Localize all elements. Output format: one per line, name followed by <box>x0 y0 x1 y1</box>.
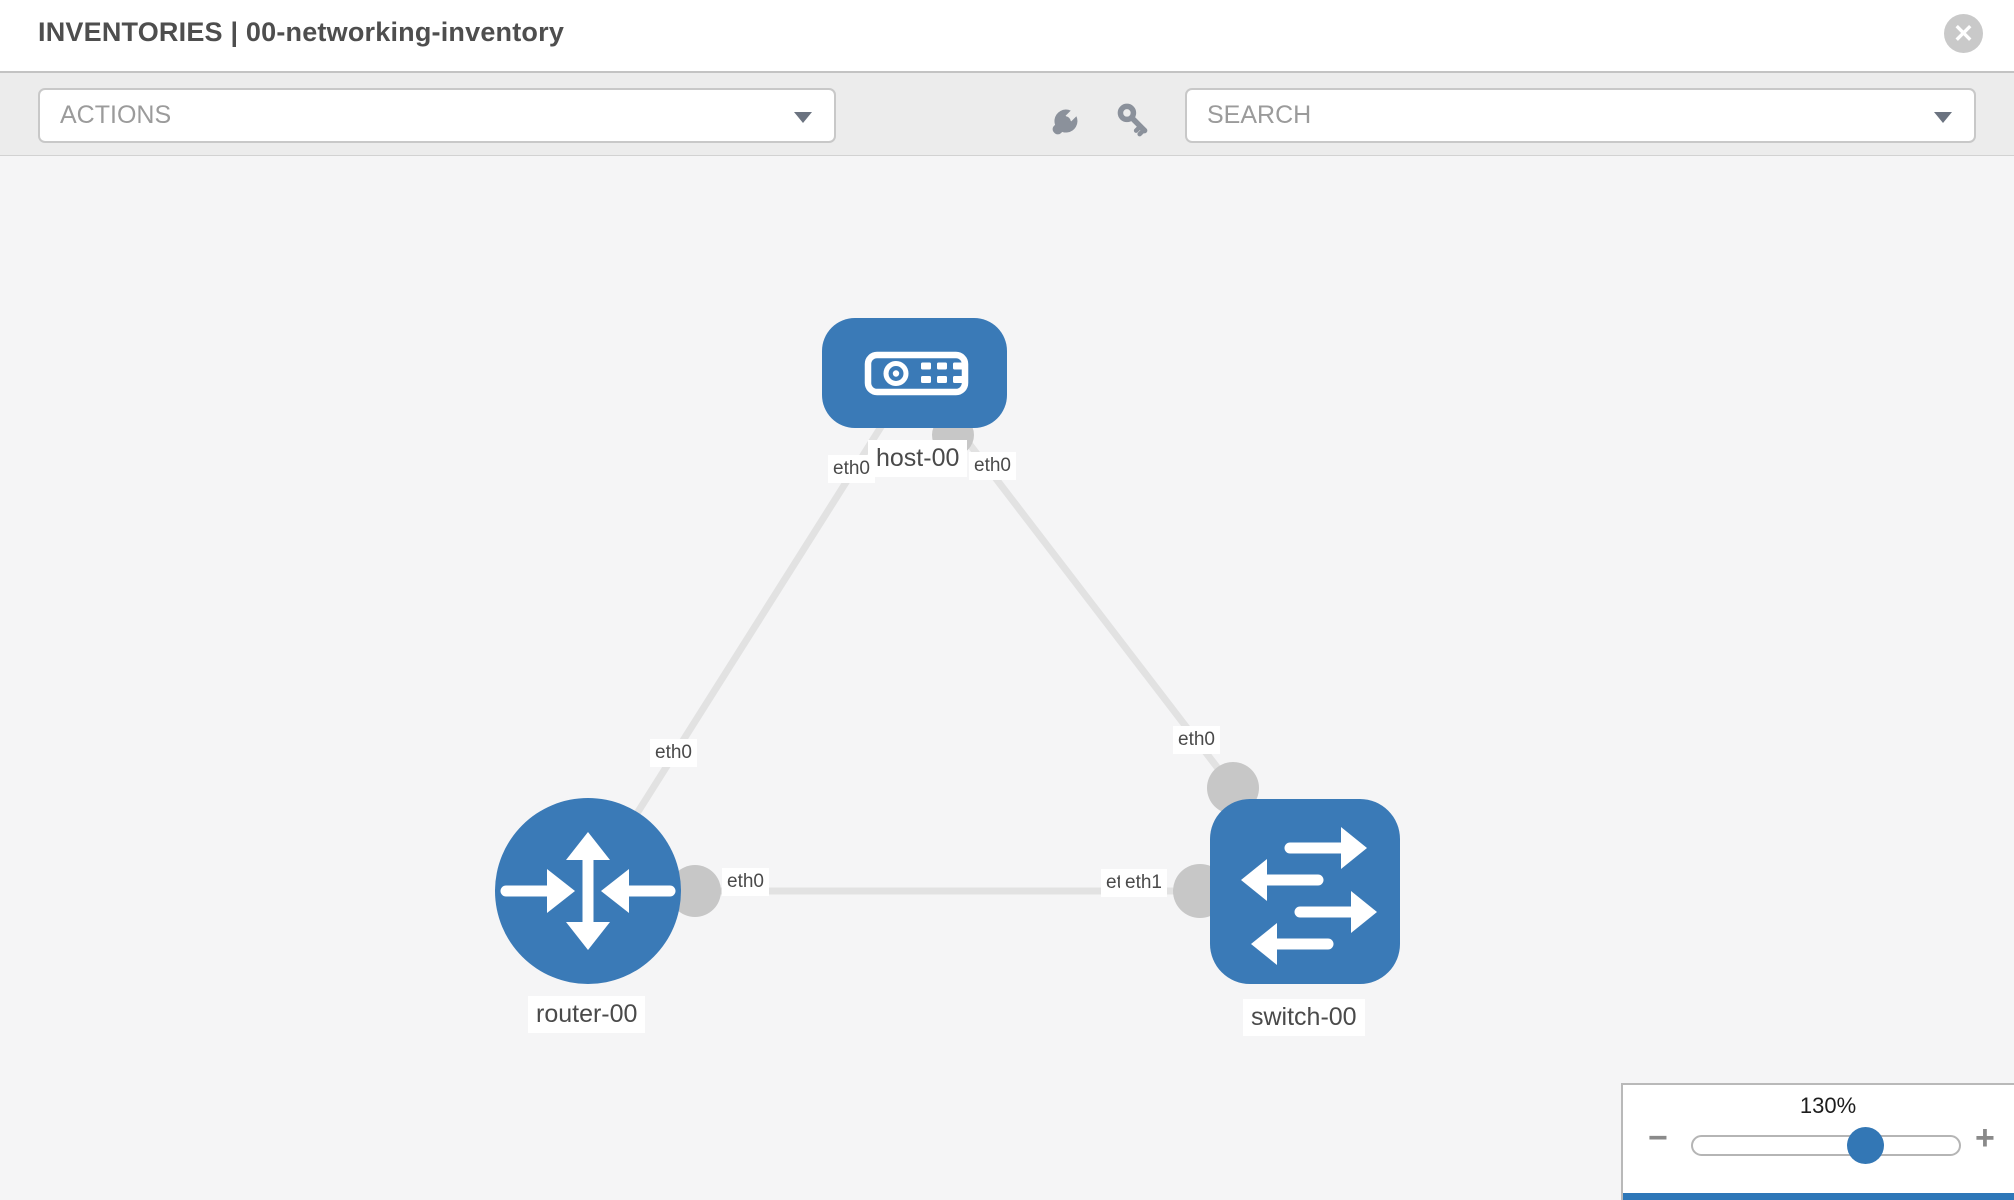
page-title: INVENTORIES | 00-networking-inventory <box>38 17 565 47</box>
plus-icon: + <box>1975 1119 1995 1157</box>
toolbar: ACTIONS SEARCH <box>0 71 2014 156</box>
chevron-down-icon <box>794 112 812 123</box>
actions-dropdown-label: ACTIONS <box>60 101 172 129</box>
node-label-host-00: host-00 <box>868 440 968 477</box>
close-button[interactable]: ✕ <box>1944 14 1983 53</box>
key-panel-edge <box>1623 1193 2014 1200</box>
node-switch-00[interactable] <box>1210 799 1400 984</box>
search-dropdown[interactable]: SEARCH <box>1185 88 1976 143</box>
switch-icon <box>1241 827 1377 965</box>
router-icon <box>500 832 676 950</box>
host-icon <box>864 351 969 396</box>
search-dropdown-label: SEARCH <box>1207 101 1312 129</box>
key-icon[interactable] <box>1113 99 1155 146</box>
header: INVENTORIES | 00-networking-inventory ✕ <box>0 0 2014 71</box>
node-router-00[interactable] <box>495 798 681 984</box>
node-label-router-00: router-00 <box>528 996 646 1033</box>
chevron-down-icon <box>1934 112 1952 123</box>
close-icon: ✕ <box>1953 19 1974 48</box>
node-host-00[interactable] <box>822 318 1007 428</box>
ports <box>669 414 1259 918</box>
minus-icon: − <box>1648 1119 1668 1157</box>
interface-label-host-eth0-right: eth0 <box>969 452 1016 480</box>
zoom-slider-track[interactable] <box>1691 1135 1961 1156</box>
port-router-eth0 <box>669 865 721 917</box>
zoom-in-button[interactable]: + <box>1975 1121 1995 1155</box>
topology-canvas[interactable]: host-00 router-00 switch-00 eth0 eth0 et… <box>0 156 2014 1200</box>
interface-label-router-eth0-uplink: eth0 <box>650 739 697 767</box>
actions-dropdown[interactable]: ACTIONS <box>38 88 836 143</box>
interface-label-router-eth0: eth0 <box>722 868 769 896</box>
node-label-switch-00: switch-00 <box>1243 999 1365 1036</box>
interface-label-switch-eth0: eth0 <box>1173 726 1220 754</box>
zoom-level: 130% <box>1799 1093 1857 1118</box>
zoom-panel: 130% − + <box>1621 1083 2014 1200</box>
interface-label-switch-eth1: eth1 <box>1120 869 1167 897</box>
topology-svg <box>495 318 1400 984</box>
zoom-slider-thumb[interactable] <box>1847 1127 1884 1164</box>
interface-label-host-eth0-left: eth0 <box>828 455 875 483</box>
wrench-icon[interactable] <box>1046 99 1088 146</box>
zoom-out-button[interactable]: − <box>1648 1121 1668 1155</box>
